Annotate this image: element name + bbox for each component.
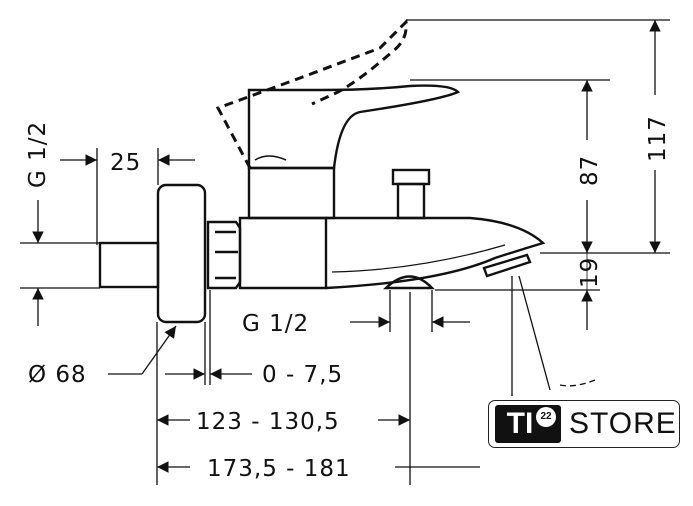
diverter-knob [391, 168, 431, 186]
mixer-lever [247, 84, 461, 170]
store-logo-badge: TI 22 STORE [488, 400, 680, 448]
dim-thread-horizontal: G 1/2 [242, 311, 309, 337]
cartridge-housing [247, 166, 336, 220]
dimension-labels: G 1/2 25 Ø 68 0 - 7,5 G 1/2 123 - 130,5 … [25, 115, 671, 482]
dim-thread-vertical: G 1/2 [25, 121, 51, 188]
dim-overall-reach: 173,5 - 181 [207, 456, 351, 482]
lever-raised-position [215, 18, 408, 169]
dim-rosette-diameter: Ø 68 [28, 362, 87, 388]
store-logo-word: STORE [569, 407, 677, 440]
diverter-stem [396, 182, 426, 220]
bottom-outlet [383, 275, 435, 290]
store-logo-superscript: 22 [536, 407, 556, 427]
store-logo-mark: TI 22 [495, 405, 561, 443]
spout [325, 216, 546, 290]
store-logo-mark-text: TI [506, 407, 534, 440]
dim-outlet-reach: 123 - 130,5 [196, 409, 340, 435]
dim-total-height: 117 [645, 115, 671, 162]
dim-eccentric-adjust: 0 - 7,5 [262, 362, 343, 388]
dim-spout-drop: 19 [577, 257, 603, 288]
mixer-body [238, 216, 328, 290]
dimension-lines [20, 19, 670, 485]
spout-outlet [482, 253, 532, 278]
dim-lever-height: 87 [577, 155, 603, 186]
mixer-outline [98, 84, 546, 324]
dim-flange-width: 25 [110, 150, 141, 176]
inlet-pipe [98, 241, 160, 289]
wall-rosette [156, 183, 207, 324]
